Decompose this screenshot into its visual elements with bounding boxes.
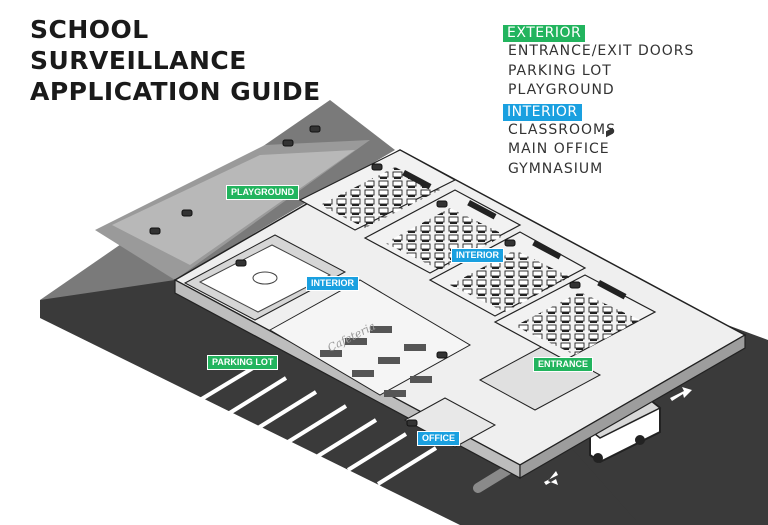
legend-heading-exterior: EXTERIOR	[503, 25, 586, 42]
building-side-wall	[519, 333, 746, 480]
legend-item-playground: PLAYGROUND	[508, 82, 615, 98]
legend-item-classrooms: CLASSROOMS	[508, 121, 616, 138]
camera-icon-group	[149, 125, 581, 427]
tag-playground: PLAYGROUND	[226, 185, 300, 200]
tag-entrance: ENTRANCE	[533, 357, 594, 372]
gymnasium-court	[198, 244, 332, 313]
legend: EXTERIOR ENTRANCE/EXIT DOORS PARKING LOT…	[503, 22, 694, 179]
legend-item-parking-lot: PARKING LOT	[508, 62, 612, 79]
tag-office: OFFICE	[417, 431, 460, 446]
tag-interior-classrooms: INTERIOR	[451, 248, 505, 263]
legend-item-main-office: MAIN OFFICE	[508, 141, 610, 157]
title-line-2: SURVEILLANCE	[30, 46, 247, 75]
tag-parking-lot: PARKING LOT	[207, 355, 279, 370]
legend-heading-interior: INTERIOR	[503, 103, 582, 121]
tag-interior-gym: INTERIOR	[306, 276, 360, 291]
legend-item-entrance-exit-doors: ENTRANCE/EXIT DOORS	[508, 43, 695, 59]
classrooms	[298, 149, 657, 361]
playground-light	[112, 150, 355, 265]
cafeteria-room	[268, 279, 472, 396]
legend-item-gymnasium: GYMNASIUM	[508, 160, 604, 177]
title-line-1: SCHOOL	[30, 15, 149, 44]
parking-stall-lines	[198, 363, 438, 486]
cafeteria-tables	[320, 326, 432, 397]
title-line-3: APPLICATION GUIDE	[30, 77, 321, 106]
page-title: SCHOOL SURVEILLANCE APPLICATION GUIDE	[30, 14, 321, 107]
